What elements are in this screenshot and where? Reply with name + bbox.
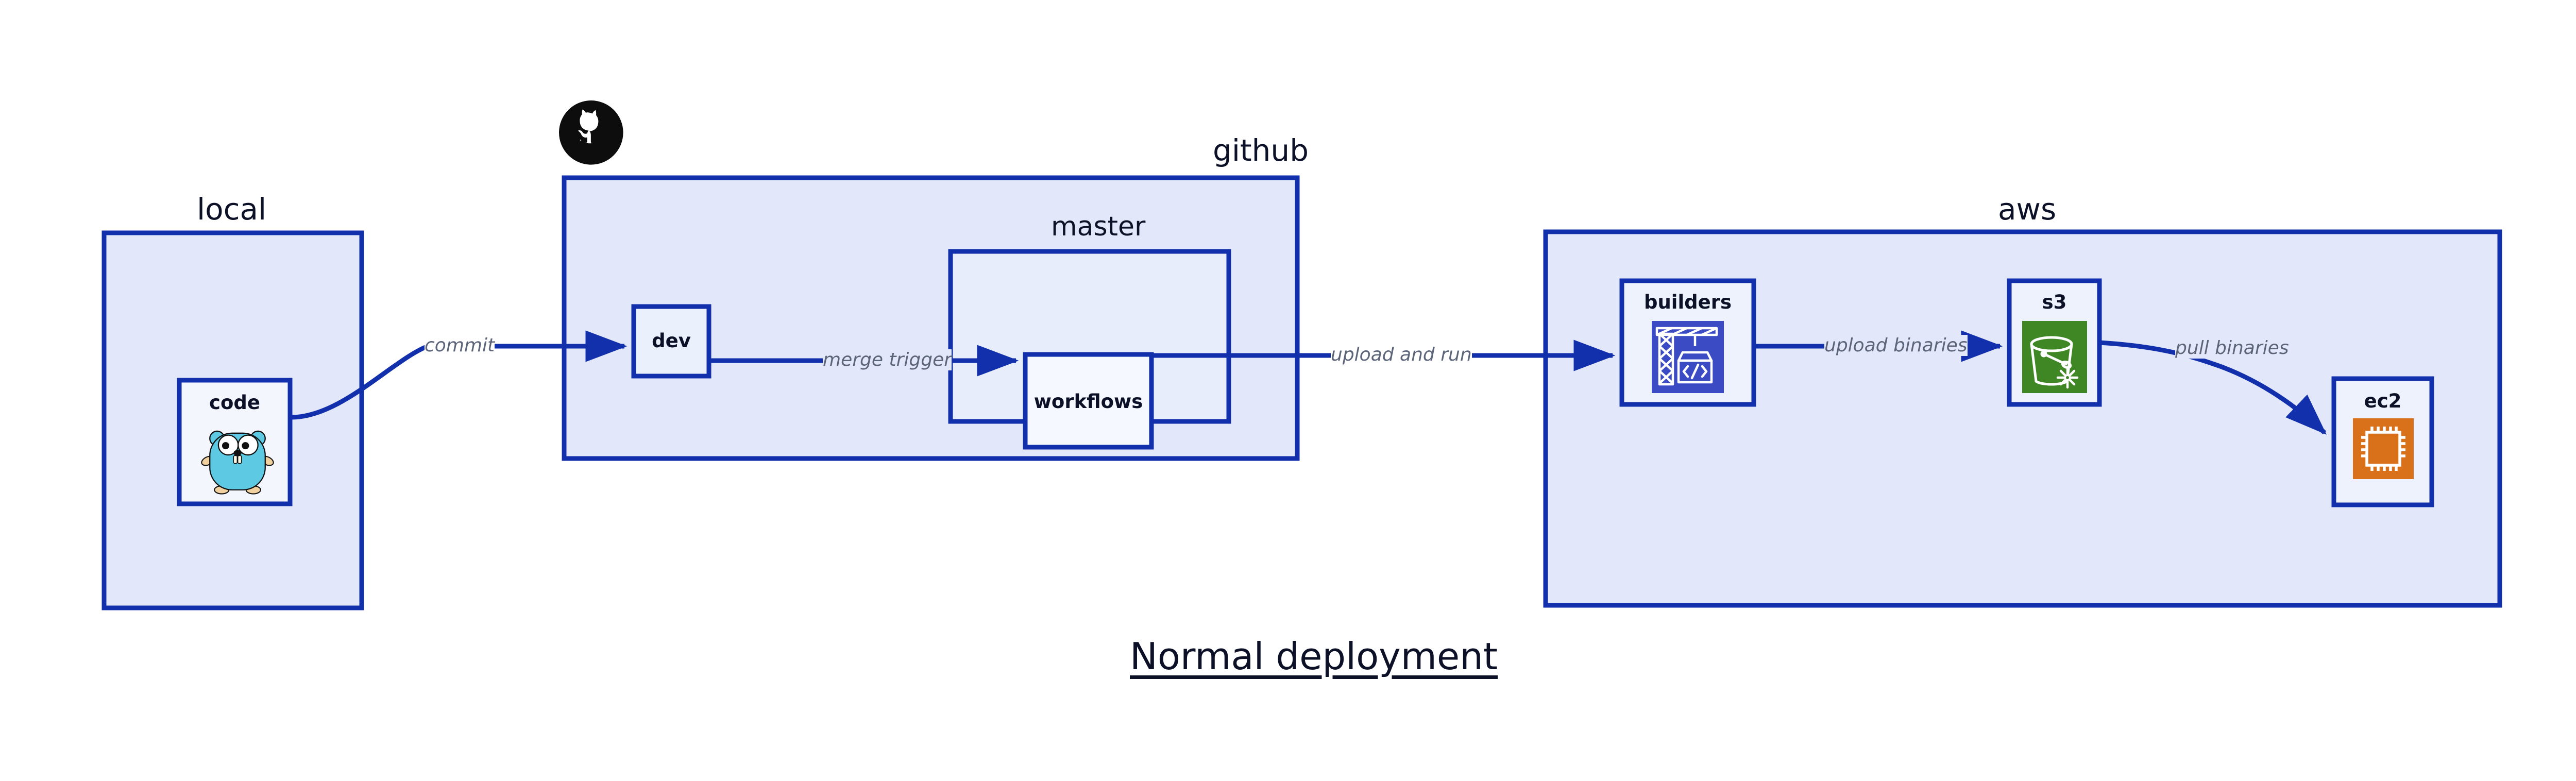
node-label-dev: dev	[652, 330, 691, 352]
group-label-aws: aws	[1998, 192, 2057, 227]
edge-label-merge-trigger: merge trigger	[823, 349, 952, 370]
diagram-title: Normal deployment	[1130, 635, 1498, 678]
group-label-local: local	[197, 192, 267, 227]
node-label-s3: s3	[2042, 291, 2067, 313]
edge-label-upload-and-run: upload and run	[1331, 344, 1472, 365]
node-workflows-box[interactable]	[1023, 352, 1154, 450]
edge-pull-binaries-path	[2099, 340, 2327, 435]
node-label-ec2: ec2	[2364, 390, 2402, 412]
edge-commit-path	[290, 330, 628, 420]
github-octocat-icon	[559, 100, 623, 165]
edge-label-upload-binaries: upload binaries	[1824, 335, 1968, 356]
crane-code-icon	[1652, 321, 1724, 393]
edge-label-commit: commit	[425, 335, 495, 356]
edge-label-pull-binaries: pull binaries	[2175, 337, 2289, 359]
cpu-chip-icon	[2353, 418, 2414, 479]
group-label-master: master	[1051, 211, 1146, 242]
node-label-workflows: workflows	[1033, 390, 1143, 413]
s3-bucket-icon	[2022, 321, 2087, 393]
node-label-code: code	[209, 392, 260, 414]
node-label-builders: builders	[1643, 291, 1732, 313]
group-label-github: github	[1213, 133, 1309, 168]
node-dev-box[interactable]	[631, 304, 711, 379]
go-gopher-icon	[201, 430, 274, 495]
